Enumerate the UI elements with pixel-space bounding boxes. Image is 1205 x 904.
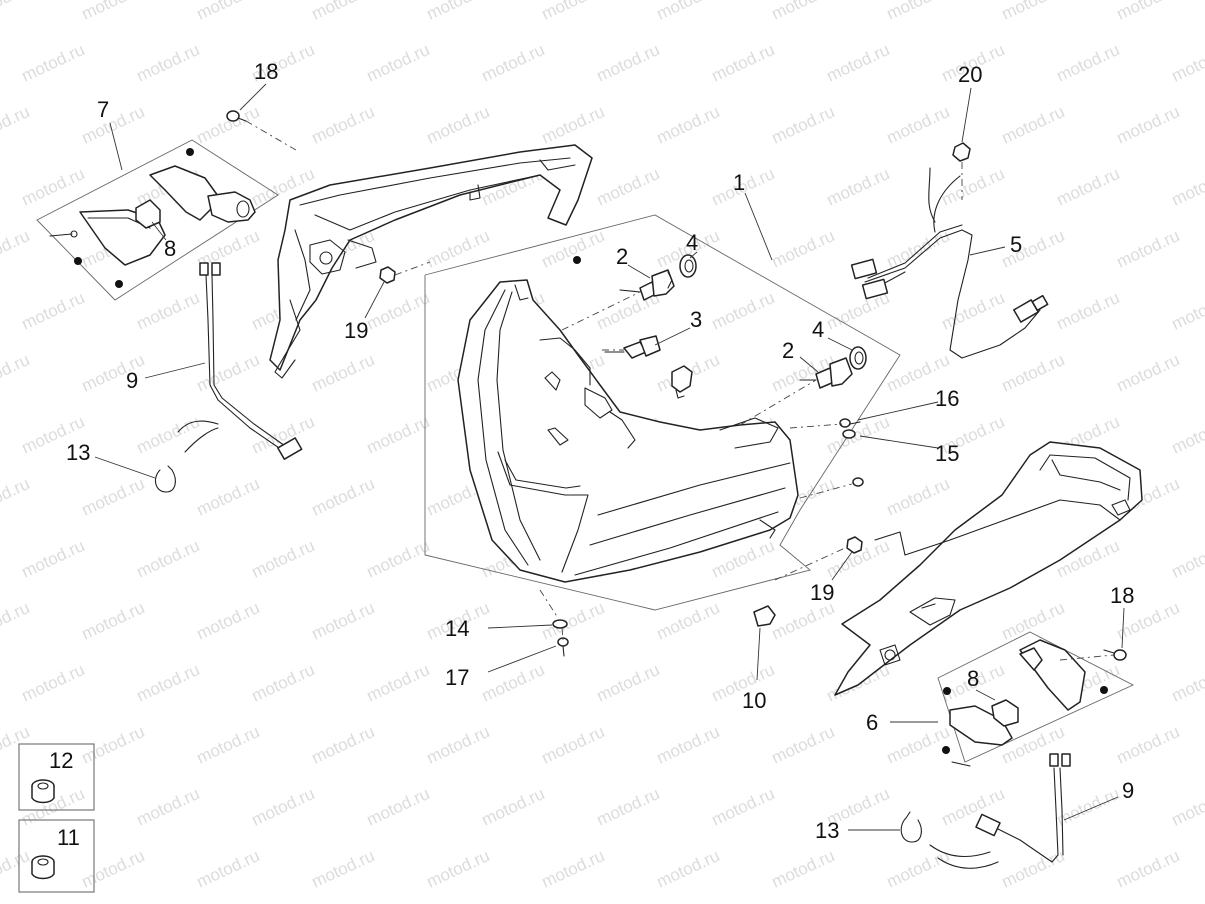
callout-14: 14 <box>445 616 469 641</box>
screw-17 <box>557 637 569 657</box>
clip-nut-10 <box>753 605 776 627</box>
bulb-holder-lower <box>671 365 693 399</box>
nut-20 <box>952 142 971 162</box>
callout-12: 12 <box>49 748 73 773</box>
wiring-harness <box>850 224 1049 359</box>
callout-10: 10 <box>742 688 766 713</box>
callout-13-left: 13 <box>66 440 90 465</box>
leader-lines <box>94 83 1125 831</box>
screw-18-lower <box>1103 649 1127 661</box>
bulb-socket-lower <box>799 357 853 389</box>
nut-19-upper <box>379 266 396 284</box>
grommet-lower <box>849 346 867 370</box>
inset-12 <box>18 743 95 811</box>
position-bulb <box>604 335 661 359</box>
callout-17: 17 <box>445 665 469 690</box>
callout-1: 1 <box>733 170 745 195</box>
callout-4-upper: 4 <box>686 230 698 255</box>
callout-8-right: 8 <box>967 666 979 691</box>
bolt-16 <box>839 418 861 428</box>
headlight-assembly <box>424 214 901 611</box>
turn-signal-right-frame <box>937 631 1135 763</box>
callout-labels: 1 2 2 3 4 4 5 6 7 8 8 9 9 10 11 12 13 13… <box>49 59 1134 850</box>
callout-11: 11 <box>57 825 80 850</box>
turn-signal-left-frame <box>36 139 279 301</box>
headlight-frame <box>424 214 901 611</box>
turn-signal-right <box>937 631 1135 767</box>
washer-14 <box>552 619 568 629</box>
bulb-socket-upper <box>619 269 675 301</box>
inset-11 <box>18 819 95 893</box>
callout-9-right: 9 <box>1122 778 1134 803</box>
callout-8-left: 8 <box>164 236 176 261</box>
callout-19-lower: 19 <box>810 580 834 605</box>
screw-18-upper <box>226 110 247 122</box>
callout-15: 15 <box>935 441 959 466</box>
turn-signal-wire-right <box>975 753 1071 863</box>
callout-6: 6 <box>866 710 878 735</box>
washer-15 <box>842 429 856 439</box>
clip-left <box>154 465 176 493</box>
turn-signal-wire-left <box>199 262 303 460</box>
nut-19-lower <box>846 536 863 554</box>
assembly-lines <box>177 120 1115 869</box>
grommet-upper <box>679 254 697 278</box>
callout-18-upper: 18 <box>254 59 278 84</box>
callout-13-right: 13 <box>815 818 839 843</box>
callout-2-lower: 2 <box>782 338 794 363</box>
callout-9-left: 9 <box>126 368 138 393</box>
callout-7: 7 <box>97 97 109 122</box>
turn-signal-left <box>36 139 279 301</box>
callout-5: 5 <box>1010 232 1022 257</box>
callout-19-upper: 19 <box>344 318 368 343</box>
callout-16: 16 <box>935 386 959 411</box>
upper-left-fairing-bracket <box>269 144 593 379</box>
lower-right-side-panel <box>834 441 1143 696</box>
callout-4-lower: 4 <box>812 317 824 342</box>
callout-18-lower: 18 <box>1110 583 1134 608</box>
screw-mid-right <box>852 477 864 487</box>
clip-right <box>900 811 922 843</box>
callout-2-upper: 2 <box>616 244 628 269</box>
callout-3: 3 <box>690 307 702 332</box>
callout-20: 20 <box>958 62 982 87</box>
